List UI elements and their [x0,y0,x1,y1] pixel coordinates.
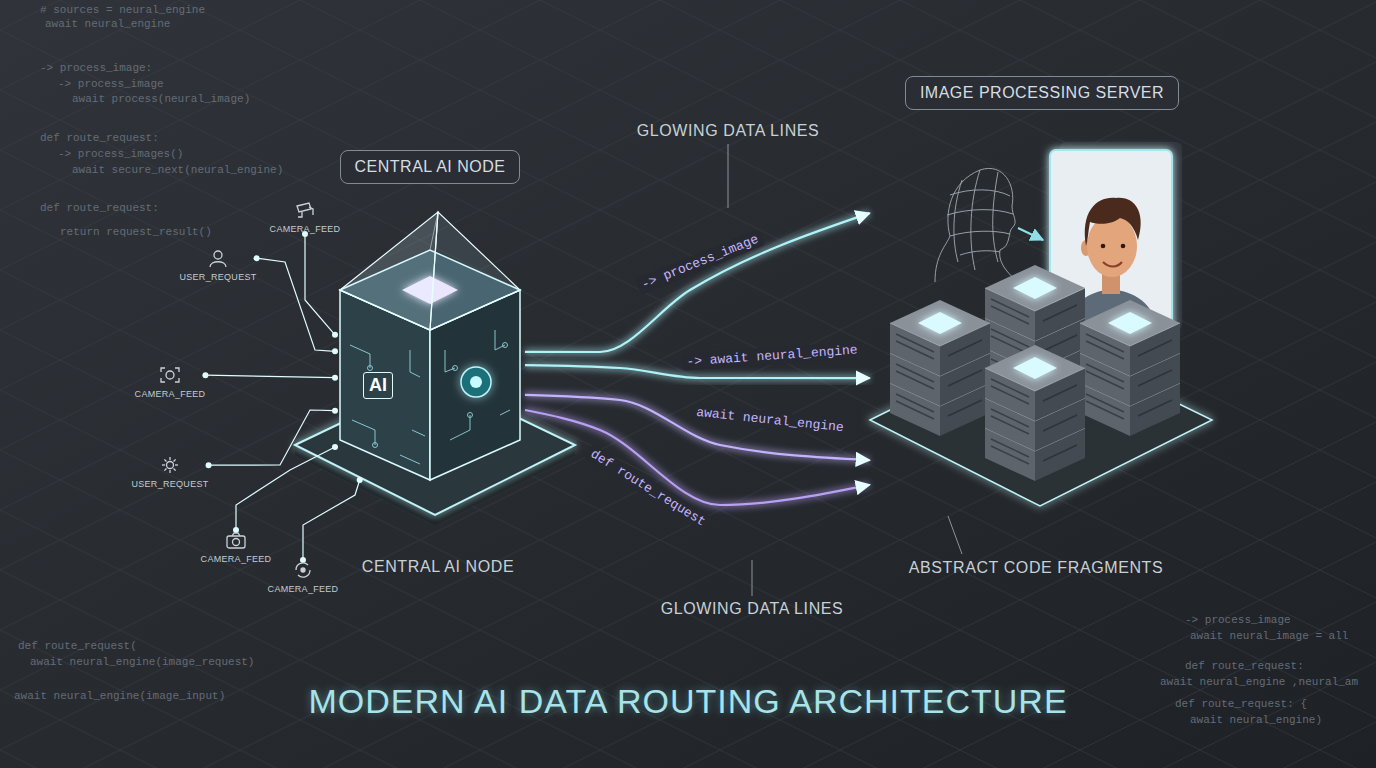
code-fragment: await neural_image = all [1190,630,1348,642]
code-fragment: def route_request: [40,202,159,214]
line-glow [525,213,870,352]
input-source: CAMERA_FEED [135,365,206,399]
code-fragment: -> process_images() [58,148,183,160]
code-fragment: def route_request: [1185,660,1304,672]
wire-dot [254,255,260,261]
code-fragment: await process(neural_image) [72,93,250,105]
source-label: CAMERA_FEED [268,584,339,594]
data-line [525,395,870,460]
input-wire [236,447,335,530]
code-fragment: # sources = neural_engine [40,4,205,16]
wire-dot [332,408,338,414]
node-heading: CENTRAL AI NODE [340,150,521,184]
source-label: CAMERA_FEED [201,554,272,564]
chip-label: AI [363,372,393,399]
server-cluster [870,265,1212,506]
connector-group [233,444,338,533]
gear-icon [159,455,181,475]
callout-label: GLOWING DATA LINES [637,122,820,140]
wire-dot [300,557,306,563]
code-fragment: await neural_engine) [1190,714,1322,726]
connector-group [302,231,338,338]
central-ai-node: CENTRAL AI NODE AI [335,150,525,480]
wire-dot [202,372,208,378]
node-heading: IMAGE PROCESSING SERVER [905,76,1179,110]
cctv-icon [294,200,316,220]
circ-icon [292,560,314,580]
source-label: USER_REQUEST [131,479,208,489]
input-wire [305,234,335,335]
code-fragment: -> process_image [1185,614,1291,626]
callout-label: GLOWING DATA LINES [661,600,844,618]
user-icon [207,248,229,268]
input-wire [257,258,335,351]
wireframe-head [935,168,1020,284]
code-fragment: await neural_engine [45,18,170,30]
line-glow [525,395,870,460]
source-label: CAMERA_FEED [270,224,341,234]
input-source: CAMERA_FEED [268,560,339,594]
line-label: def route_request [584,444,712,533]
wire-dot [332,348,338,354]
source-label: CAMERA_FEED [135,389,206,399]
wire-dot [332,375,338,381]
code-fragment: -> process_image: [40,62,152,74]
node-caption: CENTRAL AI NODE [362,558,514,576]
connector-group [202,372,338,381]
callout-label: ABSTRACT CODE FRAGMENTS [909,559,1163,577]
lens-icon [159,365,181,385]
code-fragment: await neural_engine ,neural_am [1160,676,1358,688]
source-label: USER_REQUEST [179,272,256,282]
input-source: CAMERA_FEED [270,200,341,234]
input-source: USER_REQUEST [179,248,256,282]
connector-group [254,255,338,354]
line-label: await neural_engine [691,403,848,436]
line-label: -> process_image [635,229,765,295]
input-source: USER_REQUEST [131,455,208,489]
photo-icon [225,530,247,550]
input-wire [303,480,360,560]
code-fragment: await secure_next(neural_engine) [72,164,283,176]
line-label: -> await neural_engine [682,341,862,370]
connector-group [525,213,870,352]
wire-dot [233,527,239,533]
code-fragment: return request_result() [60,226,212,238]
wire-dot [332,332,338,338]
wire-dot [332,444,338,450]
data-line [525,213,870,352]
connector-group [525,395,870,460]
diagram-title: MODERN AI DATA ROUTING ARCHITECTURE [308,682,1067,721]
connector-group [300,477,363,563]
code-fragment: def route_request: { [1175,698,1307,710]
code-fragment: await neural_engine(image_input) [14,690,225,702]
code-fragment: def route_request( [18,640,137,652]
connector-group [206,408,338,469]
code-fragment: await neural_engine(image_request) [30,656,254,668]
wire-dot [206,462,212,468]
image-processing-server: IMAGE PROCESSING SERVER [870,76,1215,510]
code-fragment: def route_request: [40,132,159,144]
input-wire [205,375,335,378]
wire-dot [357,477,363,483]
input-source: CAMERA_FEED [201,530,272,564]
code-fragment: -> process_image [58,78,164,90]
